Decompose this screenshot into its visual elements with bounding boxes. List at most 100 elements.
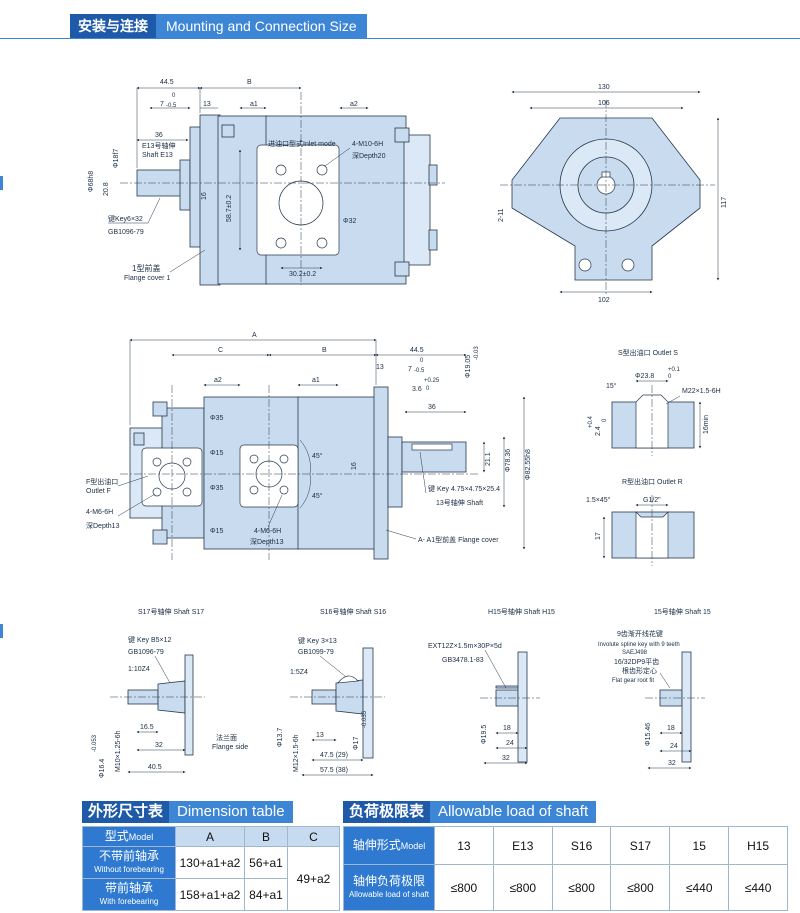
label-gb: GB1096-79 xyxy=(108,229,144,236)
dim-phi18: Φ18f7 xyxy=(113,149,120,168)
dim-106: 106 xyxy=(598,100,610,107)
svg-text:-0.03: -0.03 xyxy=(474,346,480,360)
s17-32: 32 xyxy=(155,742,163,749)
dim-phi78: Φ78.36 xyxy=(505,449,512,472)
load-val-s16: ≤800 xyxy=(551,864,612,911)
section-title-en: Mounting and Connection Size xyxy=(156,14,367,38)
s15-phi15-46: Φ15.46 xyxy=(645,723,652,746)
dim-30-2: 30.2±0.2 xyxy=(289,271,316,278)
s16-13: 13 xyxy=(316,732,324,739)
label-shaft-en: Shaft E13 xyxy=(142,152,173,159)
label-thread-right: 4-M6-6H xyxy=(254,528,281,535)
s15-18: 18 xyxy=(667,725,675,732)
dim-102: 102 xyxy=(598,297,610,304)
shaft-15-title: 15号轴伸 Shaft 15 xyxy=(654,607,711,616)
dim-b: B xyxy=(322,347,327,354)
label-outlet-en: Outlet F xyxy=(86,488,111,495)
dim-phi23: Φ23.8 xyxy=(635,373,654,380)
s17-flange-en: Flange side xyxy=(212,744,248,751)
dim-table-c-value: 49+a2 xyxy=(287,846,340,911)
load-val-13: ≤800 xyxy=(434,864,494,911)
s17-flange-cn: 法兰面 xyxy=(216,733,237,742)
dim-table-row1-b: 56+a1 xyxy=(244,846,288,879)
s17-phi16: Φ16.4 xyxy=(99,759,106,778)
load-col-h15: H15 xyxy=(728,826,788,865)
dim-table-row2-a: 158+a1+a2 xyxy=(175,878,245,911)
edge-marker xyxy=(0,624,3,638)
dim-21-1: 21.1 xyxy=(485,452,492,466)
dim-b: B xyxy=(247,79,252,86)
svg-text:0: 0 xyxy=(426,386,430,392)
s16-phi13: Φ13.7 xyxy=(277,728,284,747)
shaft-s16-title: S16号轴伸 Shaft S16 xyxy=(320,607,386,616)
label-shaft: 13号轴伸 Shaft xyxy=(436,498,483,507)
svg-text:+0.25: +0.25 xyxy=(424,378,440,384)
s15-24: 24 xyxy=(670,743,678,750)
s16-m12: M12×1.5-6h xyxy=(293,734,300,772)
shaft-h15-title: H15号轴伸 Shaft H15 xyxy=(488,607,555,616)
load-col-s16: S16 xyxy=(551,826,612,865)
shaft-h15-detail: H15号轴伸 Shaft H15 EXT12Z×1.5m×30P×5d GB34… xyxy=(428,607,555,765)
h15-gb: GB3478.1-83 xyxy=(442,657,484,664)
outlet-r-title: R型出油口 Outlet R xyxy=(622,477,683,486)
dim-15deg: 15° xyxy=(606,382,617,390)
edge-marker xyxy=(0,176,3,190)
s16-gb: GB1099-79 xyxy=(298,649,334,656)
h15-24: 24 xyxy=(506,740,514,747)
s17-taper: 1:10Z4 xyxy=(128,666,150,673)
label-key: 键 Key 4.75×4.75×25.4 xyxy=(428,484,500,493)
dim-table-model: 型式Model xyxy=(82,826,176,847)
s15-root-cn2: 根齿形定心 xyxy=(622,666,657,675)
dim-13: 13 xyxy=(376,364,384,371)
dim-58-7: 58.7±0.2 xyxy=(226,195,233,222)
s15-root-cn: 16/32DP9平齿 xyxy=(614,658,659,666)
load-table-header: 负荷极限表 Allowable load of shaft xyxy=(343,801,597,823)
label-depth-right: 深Depth13 xyxy=(250,537,284,546)
top-view: 44.5 B 0 7 -0.5 13 a1 a2 36 Φ18f7 Φ68h8 … xyxy=(88,79,445,286)
label-flange-en: Flange cover 1 xyxy=(124,275,170,282)
dim-phi82: Φ82.55h8 xyxy=(525,449,532,480)
section-header: 安装与连接 Mounting and Connection Size xyxy=(70,14,367,38)
s16-47-5: 47.5 (29) xyxy=(320,752,348,759)
s15-32: 32 xyxy=(668,760,676,767)
dim-chamfer: 1.5×45° xyxy=(586,496,611,504)
load-val-s17: ≤800 xyxy=(610,864,671,911)
load-val-e13: ≤800 xyxy=(492,864,553,911)
outlet-s-title: S型出油口 Outlet S xyxy=(618,348,678,357)
svg-text:0: 0 xyxy=(172,93,176,99)
dim-table-row2-b: 84+a1 xyxy=(244,878,288,911)
svg-text:-0.035: -0.035 xyxy=(362,710,368,728)
label-key: 键Key6×32 xyxy=(108,214,143,223)
label-outlet-cn: F型出油口 xyxy=(86,477,118,486)
dim-44-5: 44.5 xyxy=(410,347,424,354)
dim-13: 13 xyxy=(203,101,211,108)
dim-a1: a1 xyxy=(312,377,320,384)
dim-phi35b: Φ35 xyxy=(210,485,223,492)
dim-16min: 16min xyxy=(703,415,710,434)
label-thread-left: 4-M6-6H xyxy=(86,509,113,516)
end-view: 130 106 117 2-11 102 xyxy=(498,84,728,304)
dim-phi35a: Φ35 xyxy=(210,415,223,422)
dim-2-11: 2-11 xyxy=(498,208,505,222)
dim-44-5: 44.5 xyxy=(160,79,174,86)
svg-text:+0.4: +0.4 xyxy=(588,415,594,428)
svg-text:0: 0 xyxy=(420,358,424,364)
s16-key: 键 Key 3×13 xyxy=(298,636,337,645)
h15-ext: EXT12Z×1.5m×30P×5d xyxy=(428,643,502,650)
h15-32: 32 xyxy=(502,755,510,762)
shaft-s16-detail: S16号轴伸 Shaft S16 键 Key 3×13 GB1099-79 1:… xyxy=(277,607,386,777)
dim-16: 16 xyxy=(201,192,208,200)
side-view: A C B 44.5 13 0 7 -0.5 a2 a1 Φ19.05 -0.0… xyxy=(86,332,532,560)
shaft-s17-title: S17号轴伸 Shaft S17 xyxy=(138,607,204,616)
dimension-table-header: 外形尺寸表 Dimension table xyxy=(82,801,293,823)
dim-a1: a1 xyxy=(250,101,258,108)
s15-root-en: Flat gear root fit xyxy=(612,678,654,684)
dim-table-col-b: B xyxy=(244,826,288,847)
dim-45a: 45° xyxy=(312,452,323,460)
dim-7: 7 xyxy=(408,366,412,373)
label-cover: A- A1型前盖 Flange cover xyxy=(418,535,499,544)
